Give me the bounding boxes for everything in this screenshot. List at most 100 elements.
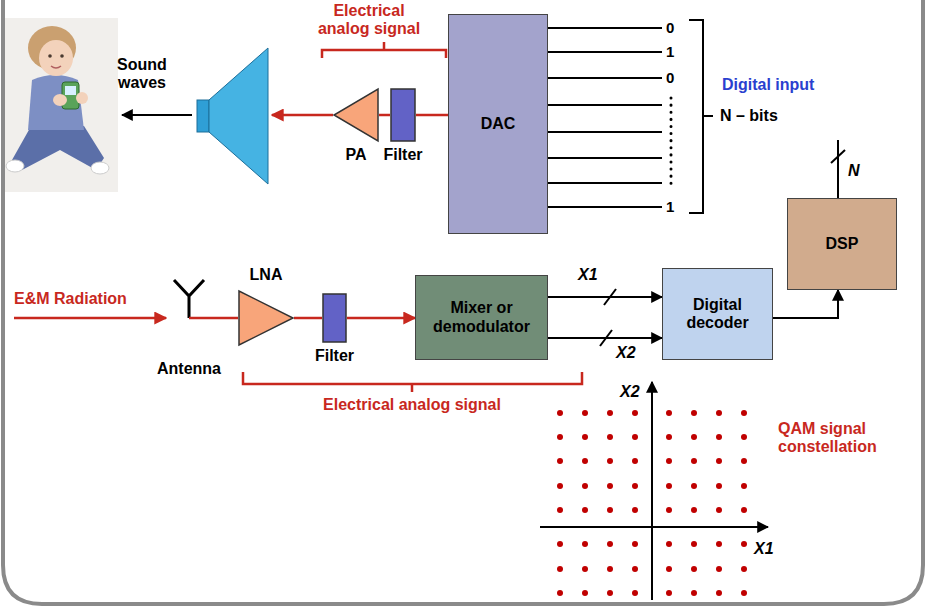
antenna-symbol-outline — [172, 278, 206, 322]
mixer-block: Mixer or demodulator — [415, 275, 548, 360]
signal-connector — [773, 290, 838, 318]
constellation-label: QAM signal constellation — [778, 420, 913, 457]
decoder-block: Digital decoder — [662, 268, 773, 360]
speaker-cone — [209, 48, 268, 184]
signal-label: Electrical analog signal — [297, 396, 527, 414]
block-label: PA — [345, 146, 366, 164]
child-photo — [5, 18, 118, 192]
constellation-row — [557, 410, 747, 416]
bit-line — [548, 104, 662, 106]
speaker-symbol — [197, 48, 268, 184]
bit-line — [548, 182, 662, 184]
signal-connector — [548, 296, 662, 298]
filter-block: Filter — [322, 293, 347, 343]
dsp-block: DSP — [787, 198, 897, 290]
constellation-row — [557, 434, 747, 440]
frame-border — [3, 0, 923, 604]
text-wrap: DAC — [481, 115, 516, 133]
input-label: Digital input — [722, 76, 814, 94]
antenna-mast — [174, 280, 204, 318]
bit-value: 1 — [666, 198, 674, 215]
block-label: Digital decoder — [670, 296, 765, 333]
filter-rect — [391, 89, 415, 141]
bits-bracket — [689, 20, 713, 213]
bit-line — [548, 51, 662, 53]
signal-connector — [347, 317, 415, 320]
child-eye — [60, 54, 64, 58]
antenna-feed — [189, 317, 206, 320]
bit-line — [548, 157, 662, 159]
bit-value: 0 — [666, 69, 674, 86]
child-hand — [76, 92, 88, 104]
block-label: Mixer or demodulator — [423, 299, 540, 336]
constellation-row — [557, 566, 747, 572]
bit-lines — [548, 28, 662, 207]
bus-line — [837, 140, 839, 198]
block-label: LNA — [250, 266, 283, 284]
signal-label: Electrical analog signal — [308, 2, 430, 39]
low-noise-amplifier: LNA — [238, 290, 294, 346]
axis-label: X1 — [754, 540, 774, 558]
block-label: Filter — [383, 146, 422, 164]
bit-value: 0 — [666, 19, 674, 36]
filter-block-outline — [322, 293, 347, 343]
bit-value: 1 — [666, 43, 674, 60]
block-label: DAC — [481, 115, 516, 133]
speaker-magnet — [197, 100, 209, 132]
bus-width-label: N — [848, 162, 860, 180]
signal-bracket — [243, 372, 582, 392]
constellation-row — [557, 590, 747, 596]
bit-line — [548, 131, 662, 133]
dac-block: DAC — [448, 14, 548, 234]
signal-bracket — [322, 42, 446, 58]
output-label: Sound waves — [106, 56, 178, 93]
constellation-points — [557, 410, 747, 596]
child-shoe — [91, 162, 109, 174]
bit-count-label: N – bits — [720, 107, 778, 125]
block-label: DSP — [826, 235, 859, 253]
signal-connector — [294, 317, 322, 320]
ellipsis-dots — [670, 98, 673, 188]
child-hand — [53, 94, 67, 106]
child-shirt — [28, 75, 84, 130]
power-amplifier-outline — [333, 88, 379, 142]
filter-rect — [323, 294, 346, 342]
low-noise-amplifier-outline — [238, 290, 294, 346]
axis-label: X2 — [620, 383, 640, 401]
amplifier-triangle — [334, 89, 378, 141]
filter-block-outline — [390, 88, 416, 142]
signal-name: X1 — [578, 266, 598, 284]
block-label: Filter — [315, 347, 354, 365]
sound-arrow — [122, 114, 192, 116]
input-label: E&M Radiation — [14, 290, 127, 308]
constellation-row — [557, 507, 747, 513]
signal-connector — [379, 114, 390, 117]
signal-connector — [416, 114, 448, 117]
signal-name: X2 — [616, 344, 636, 362]
antenna-symbol: Antenna — [172, 278, 206, 322]
toy-phone-screen — [65, 86, 76, 95]
radiation-arrow — [14, 317, 166, 320]
signal-connector — [206, 317, 238, 320]
text-wrap: Mixer or demodulator — [423, 299, 540, 336]
signal-connector — [548, 337, 662, 339]
text-wrap: Digital decoder — [670, 296, 765, 333]
signal-arrow — [272, 114, 333, 117]
child-eye — [48, 54, 52, 58]
amplifier-triangle — [239, 291, 293, 345]
filter-block: Filter — [390, 88, 416, 142]
child-shoe — [6, 160, 24, 172]
child-legs — [12, 126, 104, 170]
bit-line — [548, 77, 662, 79]
bit-line — [548, 206, 662, 208]
bit-line — [548, 27, 662, 29]
power-amplifier: PA — [333, 88, 379, 142]
text-wrap: DSP — [826, 235, 859, 253]
constellation-row — [557, 483, 747, 489]
block-label: Antenna — [157, 360, 221, 378]
constellation-row — [557, 541, 747, 547]
child-face — [39, 40, 73, 76]
y-axis — [651, 382, 653, 600]
child-mouth — [51, 66, 61, 68]
photo-background — [5, 18, 118, 192]
